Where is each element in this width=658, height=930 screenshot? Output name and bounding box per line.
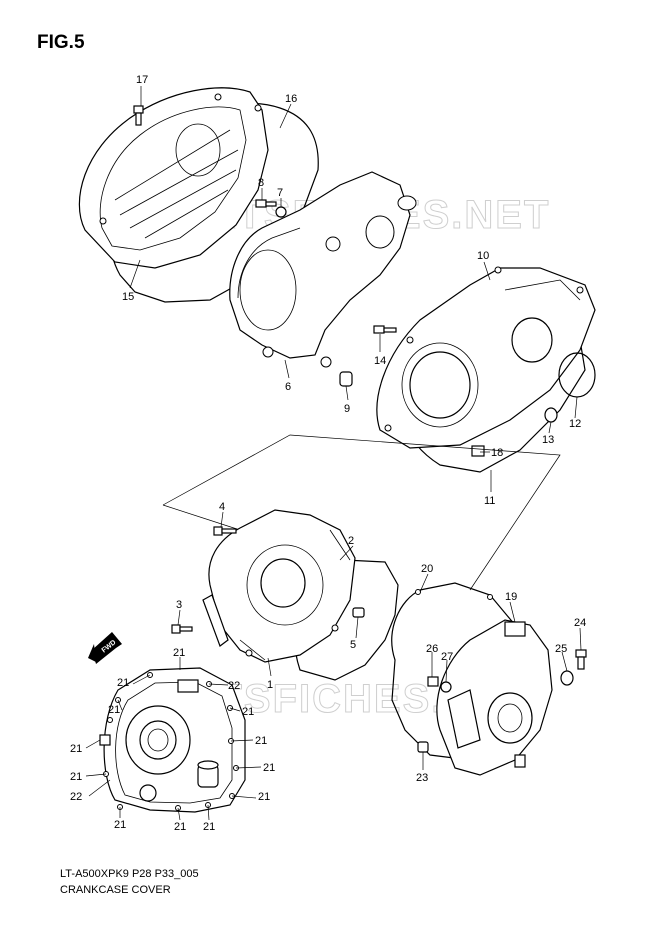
washer-7	[275, 206, 287, 218]
callout-21-j: 21	[114, 819, 126, 831]
cvt-inner-cover	[229, 171, 417, 368]
magneto-cover-bottom-left	[99, 667, 246, 813]
plug-18	[471, 445, 485, 457]
callout-21-h: 21	[263, 762, 275, 774]
callout-25: 25	[555, 643, 567, 655]
callout-6: 6	[285, 381, 291, 393]
callout-19: 19	[505, 591, 517, 603]
bolt-17	[133, 105, 144, 126]
callout-21-a: 21	[173, 647, 185, 659]
cvt-outer-cover	[78, 87, 319, 303]
bolt-4	[213, 526, 237, 536]
callout-9: 9	[344, 403, 350, 415]
gasket-12	[558, 352, 596, 398]
callout-8: 8	[258, 177, 264, 189]
callout-21-g: 21	[70, 771, 82, 783]
callout-18: 18	[491, 447, 503, 459]
callout-labels: 17 16 15 8 7 6 9 10 14 12 13 18 11 4 2 3…	[70, 74, 586, 833]
callout-10: 10	[477, 250, 489, 262]
callout-23: 23	[416, 772, 428, 784]
forward-arrow-icon: FWD	[88, 632, 122, 664]
callout-21-k: 21	[174, 821, 186, 833]
callout-11: 11	[484, 495, 495, 507]
washer-27	[440, 681, 452, 693]
callout-7: 7	[277, 187, 283, 199]
callout-22-b: 22	[70, 791, 82, 803]
callout-26: 26	[426, 643, 438, 655]
dowel-pin-5	[352, 607, 365, 618]
callout-20: 20	[421, 563, 433, 575]
bolt-24	[575, 649, 587, 670]
bolt-3	[171, 624, 193, 634]
o-ring-25	[560, 670, 574, 686]
callout-2: 2	[348, 535, 354, 547]
callout-14: 14	[374, 355, 386, 367]
callout-21-e: 21	[70, 743, 82, 755]
magneto-cover-middle	[202, 509, 399, 681]
bolt-14	[373, 325, 397, 334]
callout-21-c: 21	[108, 704, 120, 716]
callout-3: 3	[176, 599, 182, 611]
callout-21-l: 21	[203, 821, 215, 833]
gear-cover-19	[436, 619, 553, 776]
callout-13: 13	[542, 434, 554, 446]
callout-24: 24	[574, 617, 586, 629]
leader-lines	[85, 86, 582, 821]
callout-1: 1	[267, 679, 273, 691]
bolt-23	[417, 741, 429, 753]
callout-12: 12	[569, 418, 581, 430]
callout-27: 27	[441, 651, 453, 663]
figure-title: FIG.5	[37, 32, 85, 53]
callout-15: 15	[122, 291, 134, 303]
dowel-pin-9	[339, 371, 353, 387]
callout-22-a: 22	[228, 680, 240, 692]
oil-seal-13	[544, 407, 558, 423]
callout-5: 5	[350, 639, 356, 651]
callout-21-b: 21	[117, 677, 129, 689]
callout-21-d: 21	[242, 706, 254, 718]
callout-16: 16	[285, 93, 297, 105]
callout-4: 4	[219, 501, 225, 513]
callout-17: 17	[136, 74, 148, 86]
figure-code: LT-A500XPK9 P28 P33_005	[60, 868, 199, 880]
bolt-8	[255, 199, 277, 208]
bolt-26	[427, 676, 439, 687]
clutch-cover	[376, 266, 596, 473]
figure-caption: CRANKCASE COVER	[60, 884, 171, 896]
callout-21-i: 21	[258, 791, 270, 803]
callout-21-f: 21	[255, 735, 267, 747]
